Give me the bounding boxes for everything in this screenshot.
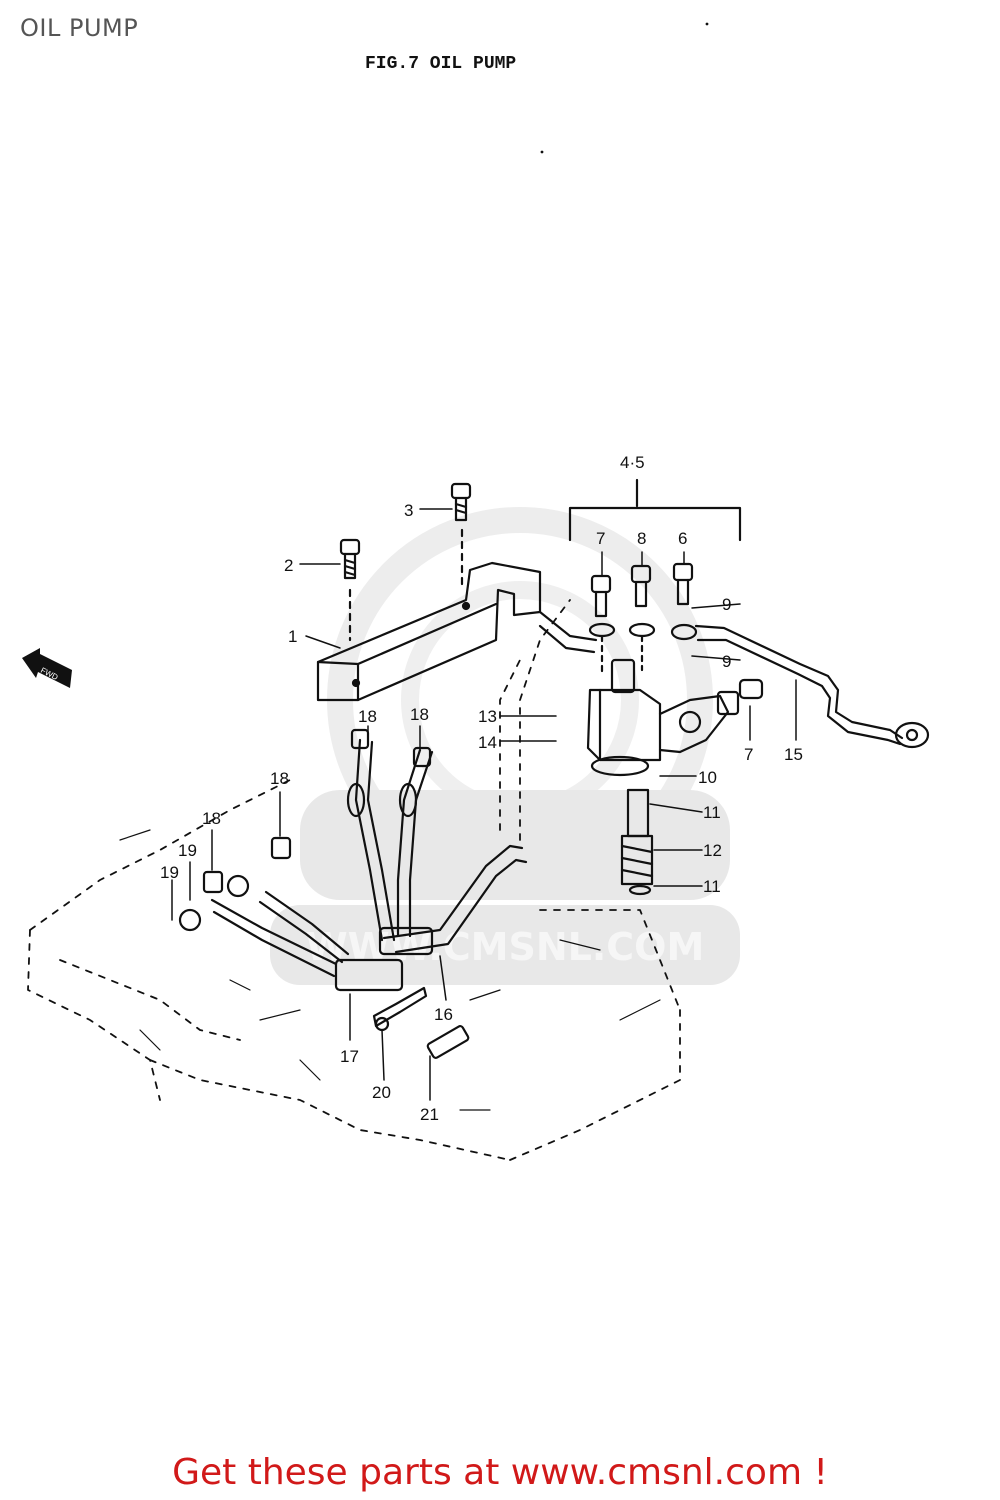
watermark-text: WWW.CMSNL.COM: [306, 925, 705, 969]
callout-9b: 9: [722, 652, 731, 671]
callout-13: 13: [478, 707, 497, 726]
callout-3: 3: [404, 501, 413, 520]
drive-gear-12: [620, 788, 654, 896]
bolt-2: [339, 538, 361, 642]
callout-18c: 18: [270, 769, 289, 788]
engine-outline: [27, 599, 681, 1161]
footer-parts-link[interactable]: Get these parts at www.cmsnl.com !: [172, 1452, 828, 1493]
callout-1: 1: [288, 627, 297, 646]
union-bolts: [588, 562, 698, 678]
callout-19a: 19: [178, 841, 197, 860]
callout-18a: 18: [358, 707, 377, 726]
callout-16: 16: [434, 1005, 453, 1024]
callout-2: 2: [284, 556, 293, 575]
callout-19b: 19: [160, 863, 179, 882]
oil-hoses: [178, 728, 528, 992]
callout-14: 14: [478, 733, 497, 752]
leader-lines: [171, 508, 797, 1101]
clip-20: [372, 986, 428, 1028]
callout-17: 17: [340, 1047, 359, 1066]
callout-11a: 11: [703, 803, 721, 822]
callout-7a: 7: [596, 529, 605, 548]
hose-clamp-17: [334, 958, 404, 992]
band-21: [426, 1025, 470, 1059]
hose-joint-16: [378, 926, 434, 956]
callout-11b: 11: [703, 877, 721, 896]
page-title: OIL PUMP: [20, 14, 139, 42]
callout-9a: 9: [722, 595, 731, 614]
callout-12: 12: [703, 841, 722, 860]
bracket-4-5: [568, 506, 742, 542]
cap-7: [738, 678, 764, 700]
callout-21: 21: [420, 1105, 439, 1124]
callout-15: 15: [784, 745, 803, 764]
callout-10: 10: [698, 768, 717, 787]
bolt-3: [450, 482, 472, 592]
callout-6: 6: [678, 529, 687, 548]
callout-7b: 7: [744, 745, 753, 764]
line-art: [27, 478, 930, 1161]
figure-caption: FIG.7 OIL PUMP: [365, 54, 516, 74]
callout-20: 20: [372, 1083, 391, 1102]
oil-pipe-15: [694, 624, 904, 740]
parts-diagram: WWW.CMSNL.COM FIG.7 OIL PUMP FWD: [22, 22, 930, 1161]
callout-4-5: 4·5: [620, 453, 645, 472]
forward-arrow-icon: FWD: [22, 648, 72, 688]
watermark-logo: WWW.CMSNL.COM: [270, 507, 740, 985]
callout-18d: 18: [202, 809, 221, 828]
callout-8: 8: [637, 529, 646, 548]
oil-pump-body: [586, 658, 740, 777]
callout-numbers: 1 2 3 4·5 6 7 7 8 9 9 10 11 11 12 13 14 …: [160, 453, 803, 1124]
callout-18b: 18: [410, 705, 429, 724]
